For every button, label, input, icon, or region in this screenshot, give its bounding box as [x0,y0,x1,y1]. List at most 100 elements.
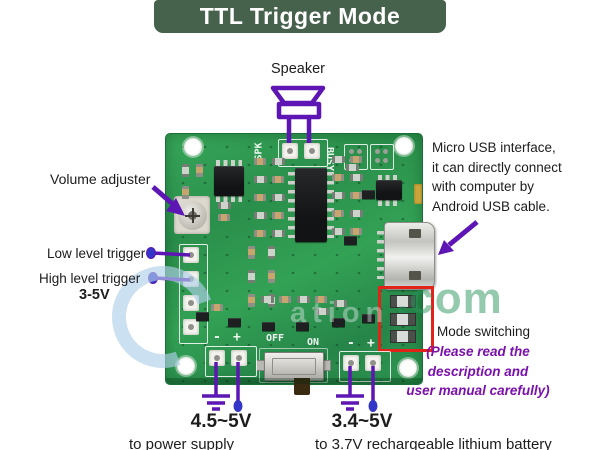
volume-adjuster-label: Volume adjuster [50,171,151,187]
ic-pins [378,175,400,181]
right-supply-voltage-label: 3.4~5V [331,411,393,432]
smd-component [254,230,266,237]
minus-silk: - [347,336,355,351]
mode-resistor [390,295,416,308]
smd-component [218,202,231,209]
smd-capacitor [414,184,422,204]
smd-component [332,174,344,181]
usb-info-text: Micro USB interface, it can directly con… [432,138,562,216]
smd-component [272,230,285,237]
smd-component [248,270,255,283]
smd-component [211,304,223,311]
smd-component [332,210,344,217]
speaker-pad [304,143,320,159]
usb-anchor-tab [409,229,421,238]
ic-pins [216,160,242,166]
left-supply-voltage-label: 4.5~5V [190,411,252,432]
watermark-text: ation [290,297,390,329]
smd-component [350,174,363,181]
smd-component [332,228,345,235]
speaker-pad [282,143,298,159]
usb-info-line: with computer by [432,179,535,194]
mode-switching-label: Mode switching [437,324,531,339]
smd-component [268,246,275,259]
left-supply-desc-label: to power supply [129,436,235,450]
high-trigger-pad [183,271,199,287]
note-line: (Please read the [426,344,530,359]
off-silk-label: OFF [266,333,285,344]
smd-component [315,296,327,303]
smd-component [334,300,347,307]
smd-component [182,164,189,177]
smd-component [332,156,345,163]
usb-info-line: Micro USB interface, [432,140,556,155]
title-banner: TTL Trigger Mode [154,0,446,33]
smd-transistor [296,322,309,331]
low-level-trigger-label: Low level trigger [47,246,146,261]
note-line: user manual carefully) [406,383,550,398]
mounting-hole [395,137,413,155]
switch-actuator[interactable] [294,378,310,395]
pad-group [370,144,394,170]
opamp-chip [214,166,244,196]
smd-component [254,176,267,183]
ic-pins [378,200,400,206]
smd-component [297,296,310,303]
main-ic-chip [295,168,327,242]
power-slide-switch[interactable] [264,352,324,381]
smd-component [248,246,255,259]
ic-pins [327,172,334,238]
speaker-label: Speaker [271,61,326,77]
small-ic-chip [376,180,402,200]
usb-arrow [438,220,479,255]
right-supply-desc-label: to 3.7V rechargeable lithium battery [315,436,552,450]
smd-component [254,194,266,201]
smd-component [254,212,267,219]
smd-component [316,308,329,315]
smd-transistor [196,312,209,321]
battery-plus-pad [365,355,381,371]
power-pads-outline [205,346,257,377]
smd-component [272,158,285,165]
trigger-pad [183,319,199,335]
smd-component [350,156,362,163]
plus-silk: + [367,336,375,351]
smd-component [254,158,266,165]
speaker-pads-outline [278,139,328,167]
smd-transistor [332,318,345,327]
smd-component [272,212,284,219]
mode-switching-note: (Please read the description and user ma… [398,342,558,401]
smd-component [279,296,291,303]
pcb-board: SPK BUSY [165,133,435,395]
smd-component [218,214,230,221]
mounting-hole [177,357,195,375]
smd-transistor [262,322,275,331]
ic-pins [288,172,295,238]
mounting-hole [399,359,417,377]
trigger-voltage-label: 3-5V [79,287,110,303]
usb-anchor-tab [409,271,421,280]
smd-transistor [362,314,375,323]
smd-transistor [344,236,357,245]
busy-silk-label: BUSY [324,147,335,172]
smd-component [248,294,255,307]
smd-component [350,210,363,217]
minus-silk: - [213,330,221,345]
usb-info-line: Android USB cable. [432,198,550,214]
mode-switching-highlight-box [378,286,434,352]
smd-component [261,296,274,303]
page-title: TTL Trigger Mode [199,3,401,29]
smd-component [346,164,359,171]
battery-minus-pad [343,355,359,371]
trigger-pad [183,295,199,311]
smd-component [350,228,362,235]
usb-info-line: it can directly connect [432,159,562,175]
smd-component [268,270,275,283]
smd-component [350,192,362,199]
power-plus-pad [231,350,247,366]
plus-silk: + [233,330,241,345]
watermark-text: .com [396,274,503,323]
smd-component [182,186,189,199]
on-silk-label: ON [307,337,320,348]
